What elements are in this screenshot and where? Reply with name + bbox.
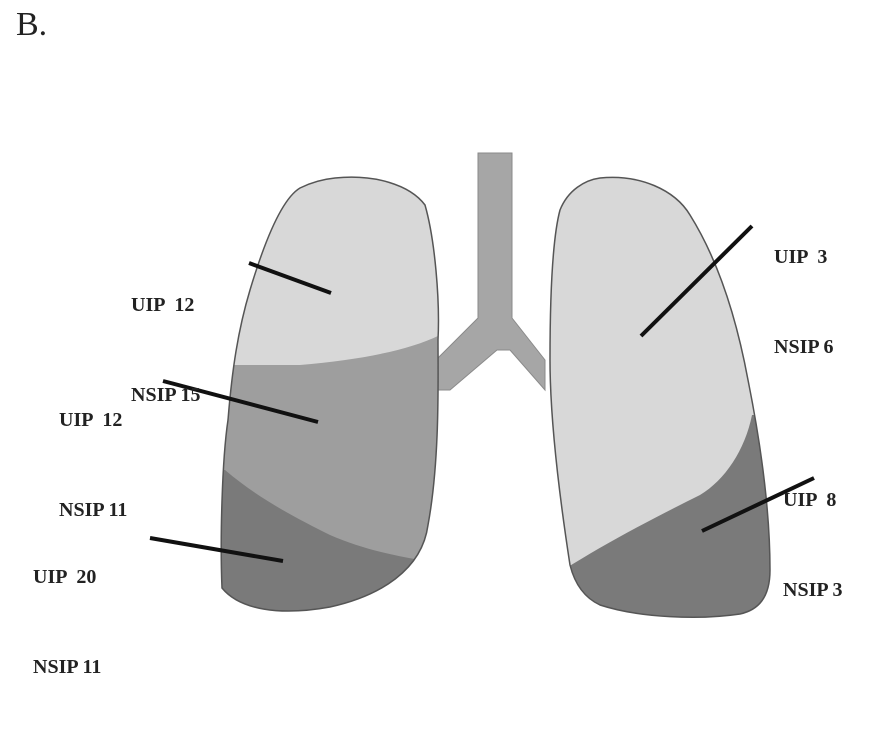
lung-diagram: B. UIP <box>0 0 893 627</box>
label-left-lower-uip: UIP 8 <box>783 485 842 515</box>
label-right-middle-uip: UIP 12 <box>59 405 127 435</box>
label-right-lower-uip: UIP 20 <box>33 562 101 592</box>
left-lung <box>540 160 790 627</box>
label-right-upper-uip: UIP 12 <box>131 290 200 320</box>
label-right-lower-nsip: NSIP 11 <box>33 652 101 682</box>
label-left-lower-nsip: NSIP 3 <box>783 575 842 605</box>
label-left-upper-uip: UIP 3 <box>774 242 833 272</box>
label-left-upper: UIP 3 NSIP 6 <box>774 182 833 422</box>
label-left-upper-nsip: NSIP 6 <box>774 332 833 362</box>
label-right-upper-nsip: NSIP 15 <box>131 380 200 410</box>
label-right-upper: UIP 12 NSIP 15 <box>131 230 200 470</box>
trachea <box>436 153 545 390</box>
right-lung <box>200 160 460 620</box>
label-left-lower: UIP 8 NSIP 3 <box>783 425 842 665</box>
label-right-lower: UIP 20 NSIP 11 <box>33 502 101 742</box>
